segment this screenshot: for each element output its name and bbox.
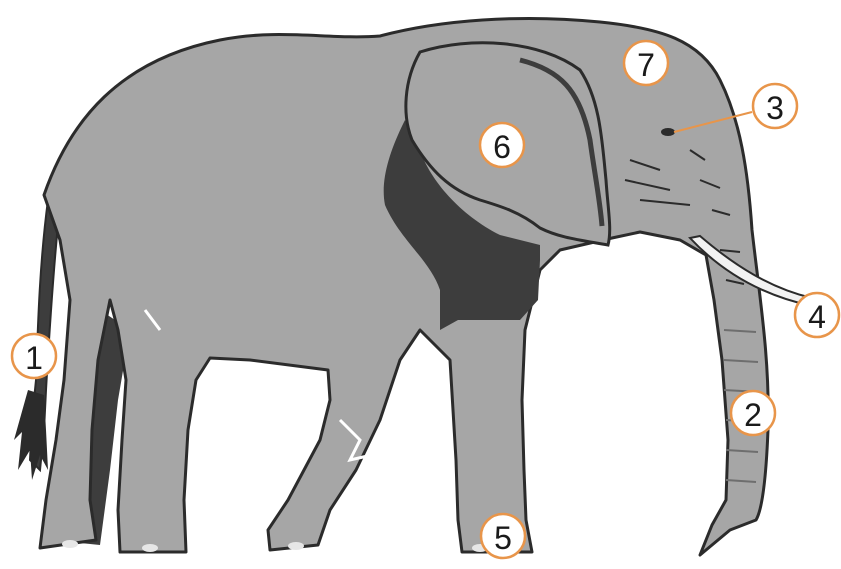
callout-7: 7 [624,41,668,85]
elephant-body [40,18,768,555]
svg-text:1: 1 [25,340,43,376]
callout-4: 4 [795,293,839,337]
callout-2: 2 [731,391,775,435]
callout-6: 6 [480,123,524,167]
tail-tuft [14,390,48,480]
svg-text:6: 6 [493,129,511,165]
eye [661,128,675,136]
svg-text:2: 2 [744,397,762,433]
svg-text:5: 5 [494,520,512,556]
svg-text:3: 3 [766,90,784,126]
callout-3: 3 [753,84,797,128]
callout-1: 1 [12,334,56,378]
svg-text:7: 7 [637,47,655,83]
svg-text:4: 4 [808,299,826,335]
callout-5: 5 [481,514,525,558]
